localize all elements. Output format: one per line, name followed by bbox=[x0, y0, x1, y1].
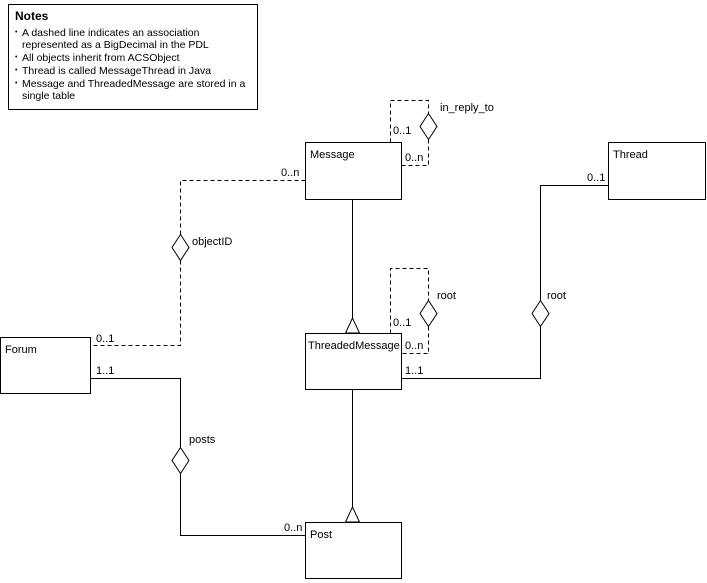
multiplicity-forum-posts: 1..1 bbox=[96, 365, 114, 377]
line-objectid-lower bbox=[91, 260, 181, 346]
line-thread-root-lower bbox=[401, 326, 541, 379]
aggregation-diamond-in-reply-to bbox=[419, 112, 438, 141]
line-message-inreplyto-lower bbox=[401, 139, 429, 166]
association-label-posts: posts bbox=[189, 434, 216, 446]
aggregation-diamond-root-self bbox=[419, 299, 438, 328]
association-label-root-thread: root bbox=[547, 290, 566, 302]
class-box-message bbox=[305, 142, 402, 200]
class-box-post bbox=[305, 522, 402, 579]
note-text: All objects inherit from ACSObject bbox=[22, 52, 180, 64]
line-thread-root-upper bbox=[540, 185, 608, 301]
association-label-objectid: objectID bbox=[192, 236, 232, 248]
association-label-root-self: root bbox=[437, 290, 456, 302]
note-text: A dashed line indicates an association r… bbox=[22, 27, 209, 51]
class-label-forum: Forum bbox=[5, 344, 37, 356]
class-label-post: Post bbox=[310, 529, 332, 541]
generalization-triangle-post bbox=[344, 505, 361, 523]
class-label-message: Message bbox=[310, 149, 355, 161]
bullet-icon: • bbox=[15, 54, 18, 61]
note-text: Message and ThreadedMessage are stored i… bbox=[22, 78, 246, 102]
multiplicity-message-self-target: 0..n bbox=[405, 152, 423, 164]
multiplicity-threaded-root: 1..1 bbox=[405, 365, 423, 377]
line-forum-posts-upper bbox=[91, 378, 181, 448]
bullet-icon: • bbox=[15, 29, 18, 36]
line-objectid-upper bbox=[180, 180, 306, 235]
line-message-inreplyto-upper bbox=[390, 100, 429, 143]
class-label-thread: Thread bbox=[613, 149, 648, 161]
bullet-icon: • bbox=[15, 80, 18, 87]
multiplicity-threaded-self-target: 0..n bbox=[405, 340, 423, 352]
multiplicity-message-self-source: 0..1 bbox=[393, 125, 411, 137]
notes-list: • A dashed line indicates an association… bbox=[15, 27, 251, 102]
aggregation-diamond-root-thread bbox=[531, 299, 550, 328]
line-threadedmessage-root-upper bbox=[390, 268, 429, 334]
notes-box: Notes • A dashed line indicates an assoc… bbox=[8, 4, 258, 110]
multiplicity-message-objectid: 0..n bbox=[281, 167, 299, 179]
multiplicity-thread-root: 0..1 bbox=[587, 172, 605, 184]
generalization-triangle-threadedmessage bbox=[344, 316, 361, 334]
bullet-icon: • bbox=[15, 67, 18, 74]
note-item: • A dashed line indicates an association… bbox=[15, 27, 251, 51]
note-item: • Thread is called MessageThread in Java bbox=[15, 65, 251, 77]
multiplicity-forum-objectid: 0..1 bbox=[96, 333, 114, 345]
line-forum-posts-lower bbox=[180, 473, 306, 536]
association-label-in-reply-to: in_reply_to bbox=[440, 102, 494, 114]
aggregation-diamond-posts bbox=[171, 446, 190, 475]
line-threadedmessage-root-lower bbox=[401, 326, 429, 354]
class-box-forum bbox=[0, 337, 91, 394]
note-item: • All objects inherit from ACSObject bbox=[15, 52, 251, 64]
aggregation-diamond-objectid bbox=[171, 233, 190, 262]
class-box-threadedmessage bbox=[305, 333, 402, 390]
class-label-threadedmessage: ThreadedMessage bbox=[308, 340, 400, 352]
multiplicity-threaded-self-source: 0..1 bbox=[393, 317, 411, 329]
notes-title: Notes bbox=[15, 9, 49, 23]
class-box-thread bbox=[608, 142, 706, 200]
note-text: Thread is called MessageThread in Java bbox=[22, 65, 212, 77]
note-item: • Message and ThreadedMessage are stored… bbox=[15, 78, 251, 102]
multiplicity-post-posts: 0..n bbox=[284, 522, 302, 534]
